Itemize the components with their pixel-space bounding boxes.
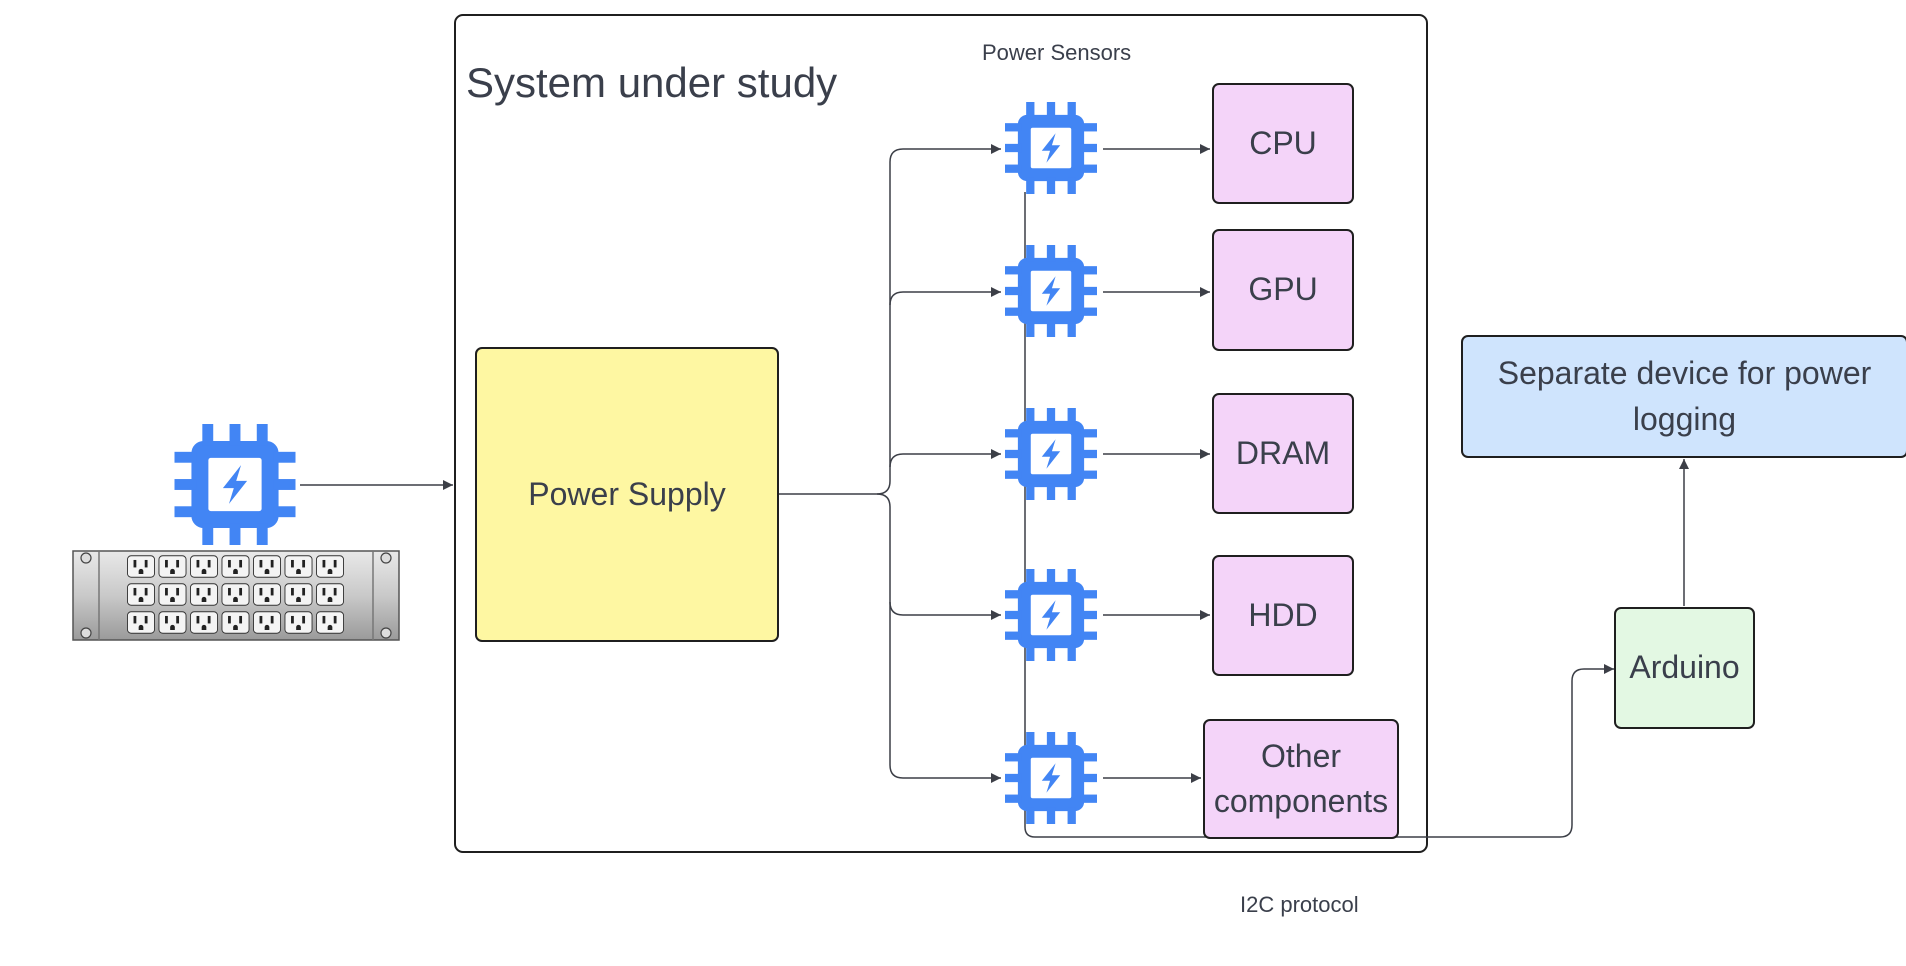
i2c-bus-line — [1024, 192, 1614, 838]
power-distribution-lines — [779, 144, 1001, 783]
outlet-socket-icon — [127, 583, 155, 606]
outlet-socket-icon — [316, 555, 344, 578]
system-container — [454, 14, 1428, 853]
outlet-socket-icon — [158, 583, 187, 606]
outlet-socket-icon — [284, 583, 313, 606]
outlet-socket-icon — [221, 583, 250, 606]
component-cpu: CPU — [1212, 83, 1354, 204]
outlet-socket-icon — [158, 555, 187, 578]
outlet-socket-icon — [158, 611, 187, 634]
logging-device-box: Separate device for power logging — [1461, 335, 1906, 458]
outlet-socket-icon — [221, 611, 250, 634]
power-supply-box: Power Supply — [475, 347, 779, 642]
power-sensor-icon — [1005, 408, 1097, 500]
protocol-label: I2C protocol — [1240, 892, 1359, 917]
power-sensor-icon — [1005, 569, 1097, 661]
outlet-socket-icon — [190, 583, 218, 606]
component-gpu: GPU — [1212, 229, 1354, 351]
sensor-to-component-arrows — [1103, 144, 1210, 783]
arduino-box: Arduino — [1614, 607, 1755, 729]
power-sensor-icon — [1005, 245, 1097, 337]
outlet-socket-icon — [284, 555, 313, 578]
input-power-sensor-icon — [174, 424, 296, 545]
outlet-socket-icon — [253, 583, 281, 606]
sensors-label: Power Sensors — [982, 40, 1132, 65]
power-sensor-icon — [1005, 102, 1097, 194]
outlet-socket-icon — [316, 583, 344, 606]
outlet-socket-icon — [253, 555, 281, 578]
system-title: System under study — [466, 59, 838, 106]
outlet-socket-icon — [316, 611, 344, 634]
outlet-socket-icon — [253, 611, 281, 634]
component-dram: DRAM — [1212, 393, 1354, 514]
outlet-socket-icon — [190, 555, 218, 578]
outlet-socket-icon — [127, 611, 155, 634]
power-sensor-icon — [1005, 732, 1097, 824]
component-other: Other components — [1203, 719, 1399, 839]
outlet-socket-icon — [127, 555, 155, 578]
power-strip-outlet-rack — [72, 550, 400, 641]
outlet-socket-icon — [221, 555, 250, 578]
component-hdd: HDD — [1212, 555, 1354, 676]
outlet-socket-icon — [190, 611, 218, 634]
outlet-socket-icon — [284, 611, 313, 634]
